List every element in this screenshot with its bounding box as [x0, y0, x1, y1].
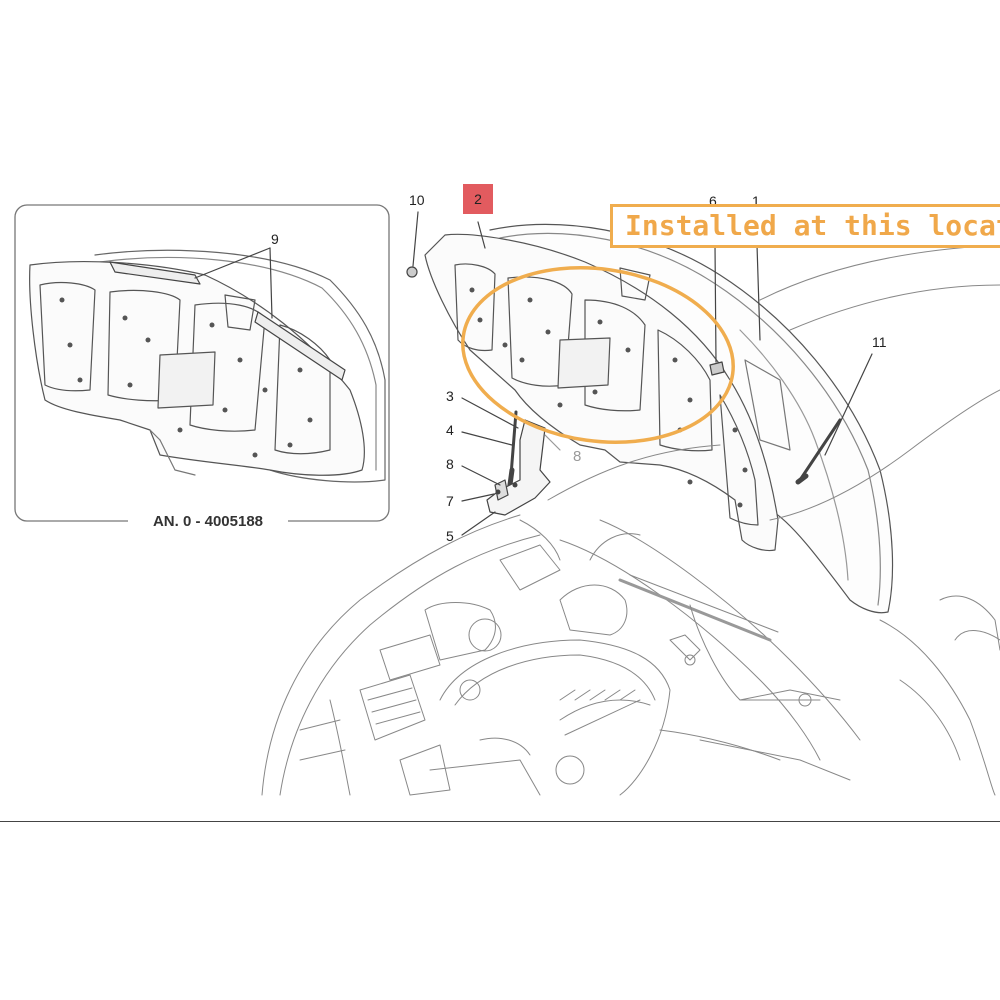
callout-6: 6	[709, 193, 717, 209]
install-location-banner: Installed at this location	[610, 204, 1000, 248]
callout-5: 5	[446, 528, 454, 544]
inset-view	[14, 204, 390, 522]
callout-10: 10	[409, 192, 425, 208]
callout-11: 11	[872, 334, 887, 350]
bottom-divider	[0, 821, 1000, 822]
hood-assembly	[424, 223, 894, 614]
install-location-ellipse	[461, 266, 735, 444]
engine-bay	[261, 244, 1000, 796]
callout-1: 1	[752, 193, 760, 209]
callout-8: 8	[446, 456, 454, 472]
callout-4: 4	[446, 422, 454, 438]
callout-2-highlighted: 2	[463, 184, 493, 214]
callout-8-secondary: 8	[573, 448, 582, 465]
callout-9: 9	[271, 231, 279, 247]
inset-caption: AN. 0 - 4005188	[128, 510, 288, 534]
callout-3: 3	[446, 388, 454, 404]
callout-7: 7	[446, 493, 454, 509]
hinge-parts	[406, 211, 873, 536]
